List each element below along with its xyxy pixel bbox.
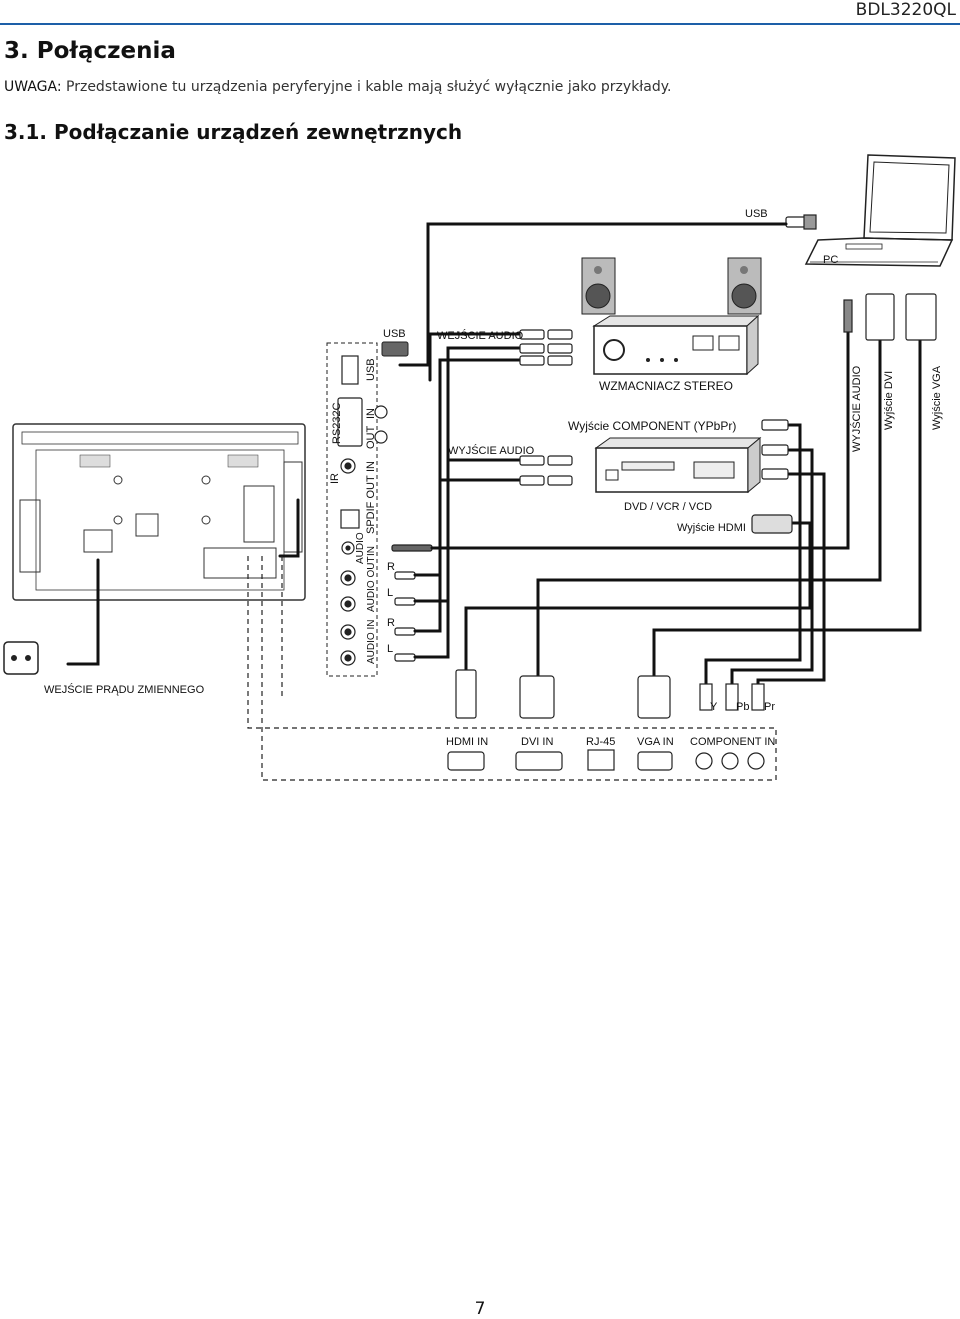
pc-dvi-out-label: Wyjście DVI (883, 371, 895, 430)
panel-audio-in-small-label: IN (366, 546, 377, 556)
panel-ir-label: IR (329, 473, 341, 484)
connector-panel-icons (337, 355, 388, 666)
cables (66, 222, 922, 686)
panel-in-mid-label: IN (365, 461, 377, 472)
usb-cable-label: USB (383, 328, 406, 340)
component-pb-label: Pb (736, 701, 749, 713)
port-icons (447, 749, 765, 771)
dvd-player (594, 436, 762, 494)
tv-rear-panel (12, 423, 306, 601)
port-vga-in-label: VGA IN (637, 736, 674, 748)
stereo-amplifier (592, 314, 760, 376)
model-number: BDL3220QL (855, 0, 956, 20)
rca-r2-label: R (387, 617, 395, 629)
panel-rs232c-label: RS232C (331, 402, 343, 444)
ac-input-label: WEJŚCIE PRĄDU ZMIENNEGO (44, 683, 205, 696)
panel-audio-label: AUDIO (355, 532, 366, 564)
pc-vga-out-label: Wyjście VGA (931, 365, 943, 430)
amp-audio-plugs (519, 329, 793, 534)
panel-spdif-out-label: SPDIF OUT (365, 475, 377, 534)
panel-audio-in-label: AUDIO IN (366, 620, 377, 664)
port-hdmi-in-label: HDMI IN (446, 736, 488, 748)
port-dvi-in-label: DVI IN (521, 736, 553, 748)
component-pr-label: Pr (764, 701, 775, 713)
amp-audio-out-label: WYJŚCIE AUDIO (448, 444, 535, 457)
component-out-label: Wyjście COMPONENT (YPbPr) (568, 419, 736, 433)
bottom-plugs (455, 669, 765, 719)
header-rule (0, 23, 960, 25)
usb-pc-label: USB (745, 208, 768, 220)
pc-audio-out-label: WYJŚCIE AUDIO (850, 365, 863, 452)
usb-stick-icon (381, 341, 409, 357)
note: UWAGA: Przedstawione tu urządzenia peryf… (4, 79, 672, 95)
subsection-title: 3.1. Podłączanie urządzeń zewnętrznych (4, 120, 463, 144)
connector-panel-border (326, 342, 378, 677)
port-rj45-label: RJ-45 (586, 736, 615, 748)
ac-socket-icon (3, 641, 39, 675)
usb-plug-icon (785, 214, 817, 230)
port-component-in-label: COMPONENT IN (690, 736, 775, 748)
speaker-left (581, 257, 616, 315)
panel-in-top-label: IN (365, 408, 377, 419)
pc-label: PC (823, 254, 838, 266)
panel-audio-out-label: AUDIO OUT (366, 556, 377, 612)
rca-plugs (391, 544, 433, 662)
panel-out-label: OUT (365, 426, 377, 450)
note-label: UWAGA: (4, 79, 62, 95)
hdmi-out-label: Wyjście HDMI (677, 522, 746, 534)
laptop-illustration (804, 154, 956, 267)
section-title: 3. Połączenia (4, 38, 176, 64)
rca-r1-label: R (387, 561, 395, 573)
component-y-label: Y (710, 701, 718, 713)
rca-l1-label: L (387, 587, 393, 599)
dashed-links (247, 556, 777, 781)
speaker-right (727, 257, 762, 315)
page-number: 7 (474, 1299, 486, 1319)
pc-side-connectors (843, 293, 937, 341)
panel-usb-label: USB (365, 358, 377, 381)
rca-l2-label: L (387, 643, 393, 655)
amplifier-label: WZMACNIACZ STEREO (599, 379, 733, 393)
amp-audio-in-label: WEJŚCIE AUDIO (437, 329, 524, 342)
note-text: Przedstawione tu urządzenia peryferyjne … (61, 79, 672, 95)
dvd-label: DVD / VCR / VCD (624, 501, 712, 513)
